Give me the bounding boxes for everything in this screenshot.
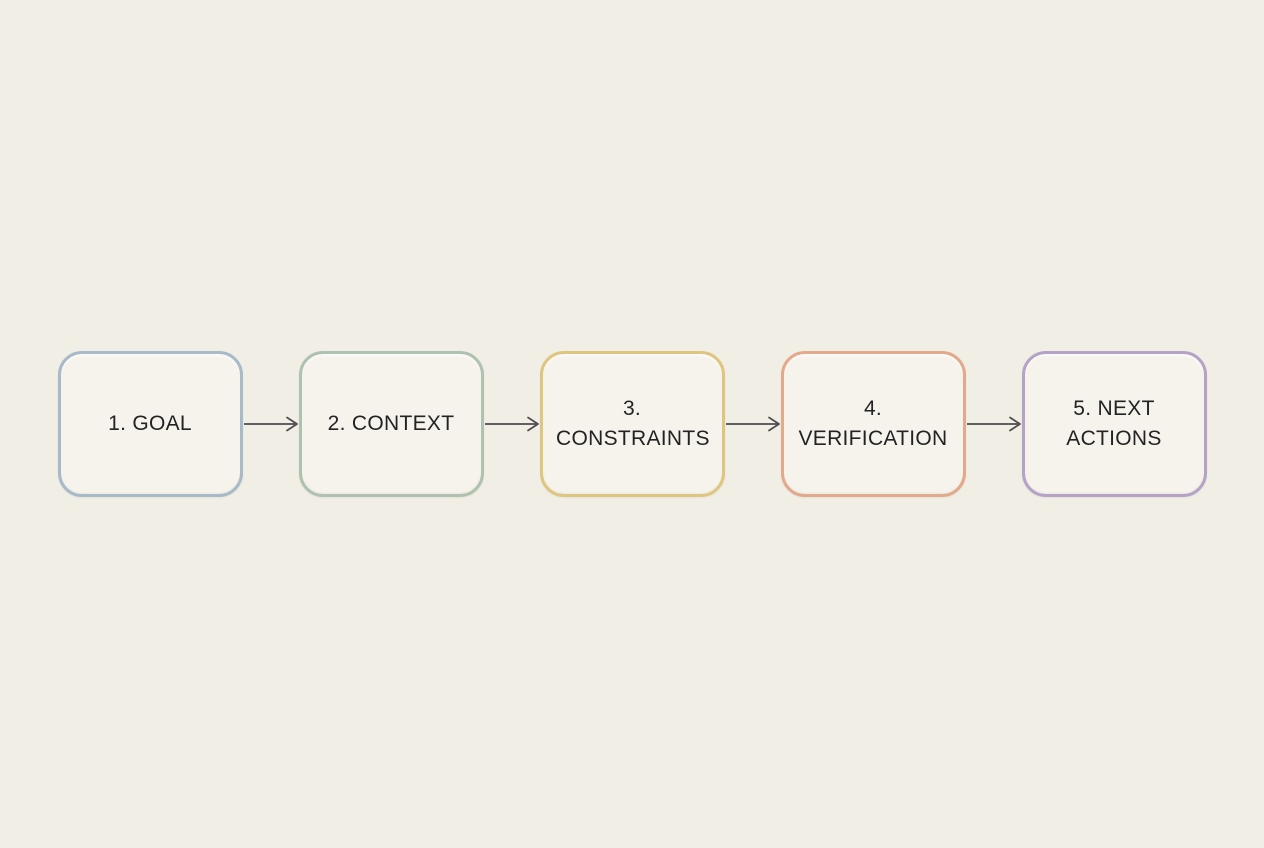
node-verification-label: 4. VERIFICATION: [798, 397, 948, 450]
node-constraints-label: 3. CONSTRAINTS: [556, 397, 710, 450]
node-next-actions: 5. NEXT ACTIONS: [1021, 351, 1207, 497]
node-verification: 4. VERIFICATION: [780, 351, 966, 497]
node-context: 2. CONTEXT: [298, 351, 484, 497]
arrow-right-icon: [725, 415, 781, 433]
arrow-right-icon: [484, 415, 540, 433]
arrow-right-icon: [243, 415, 299, 433]
arrow-right-icon: [966, 415, 1022, 433]
node-goal-label: 1. GOAL: [108, 412, 192, 436]
node-constraints: 3. CONSTRAINTS: [539, 351, 725, 497]
node-next-actions-label: 5. NEXT ACTIONS: [1066, 397, 1162, 450]
flowchart-row: 1. GOAL 2. CONTEXT 3. CONSTRAINTS: [57, 351, 1207, 497]
node-context-label: 2. CONTEXT: [327, 412, 455, 436]
node-goal: 1. GOAL: [57, 351, 243, 497]
